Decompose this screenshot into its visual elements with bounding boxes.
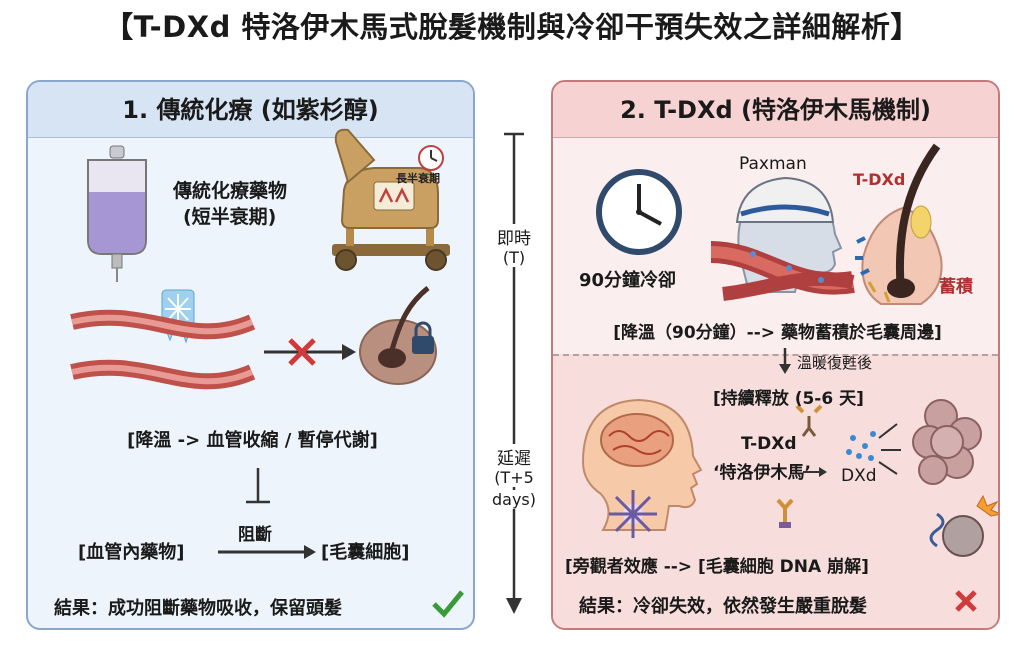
vessel-drug-label: [血管內藥物] [78, 538, 184, 564]
constricted-vessel-icon [72, 318, 252, 382]
left-result-text: 結果：成功阻斷藥物吸收，保留頭髮 [54, 594, 342, 620]
timeline-immediate-t: (T) [478, 248, 550, 267]
block-arrow-icon [218, 545, 316, 559]
conventional-drug-label: 傳統化療藥物 [173, 176, 287, 203]
timeline-immediate: 即時 [478, 224, 550, 249]
iv-bag-icon [88, 146, 146, 282]
check-icon [434, 592, 462, 614]
short-half-life-label: (短半衰期) [183, 202, 276, 229]
timeline-delayed-t5: (T+5 [478, 468, 550, 487]
trojan-horse-label: ‘特洛伊木馬’ [713, 458, 811, 483]
accumulate-label: 蓄積 [939, 272, 973, 297]
timeline-delayed: 延遲 [478, 444, 550, 469]
long-half-life-tag: 長半衰期 [396, 170, 440, 186]
sustained-release-text: [持續釋放 (5-6 天] [713, 384, 864, 409]
follicle-cell-label: [毛囊細胞] [321, 538, 409, 564]
rewarm-label: 溫暖復甦後 [797, 352, 872, 373]
conventional-chemo-panel: 1. 傳統化療 (如紫杉醇) [26, 80, 475, 630]
tdxd-follicle-label: T-DXd [853, 170, 905, 189]
block-label: 阻斷 [238, 520, 272, 545]
small-antibody-icon [778, 500, 792, 528]
inhibition-marker [246, 468, 270, 502]
left-mechanism-text: [降溫 -> 血管收縮 / 暫停代謝] [28, 426, 475, 452]
cell-cluster-icon [913, 400, 981, 484]
clock-icon [599, 172, 679, 252]
page-title: 【T-DXd 特洛伊木馬式脫髮機制與冷卻干預失效之詳細解析】 [0, 4, 1024, 46]
cooling-time-label: 90分鐘冷卻 [579, 266, 676, 292]
dna-damage-icon [931, 496, 1000, 556]
timeline-axis [478, 128, 550, 628]
timer-icon [419, 146, 443, 170]
bystander-burst-icon [609, 490, 657, 538]
bystander-effect-text: [旁觀者效應 --> [毛囊細胞 DNA 崩解] [565, 552, 869, 577]
right-result-text: 結果：冷卻失效，依然發生嚴重脫髮 [579, 592, 867, 618]
blocked-arrow-icon [264, 340, 356, 364]
locked-follicle-icon [360, 288, 436, 384]
tdxd-panel: 2. T-DXd (特洛伊木馬機制) [551, 80, 1000, 630]
paxman-label: Paxman [739, 154, 807, 174]
timeline: 即時 (T) 延遲 (T+5 days) [478, 128, 550, 628]
cooling-phase-text: [降溫（90分鐘）--> 藥物蓄積於毛囊周邊] [553, 318, 1000, 343]
cross-icon [957, 592, 975, 610]
dxd-label: DXd [841, 466, 877, 486]
timeline-delayed-days: days) [478, 490, 550, 509]
rewarm-arrow-icon [779, 348, 791, 374]
tdxd-drug-label: T-DXd [741, 434, 797, 454]
